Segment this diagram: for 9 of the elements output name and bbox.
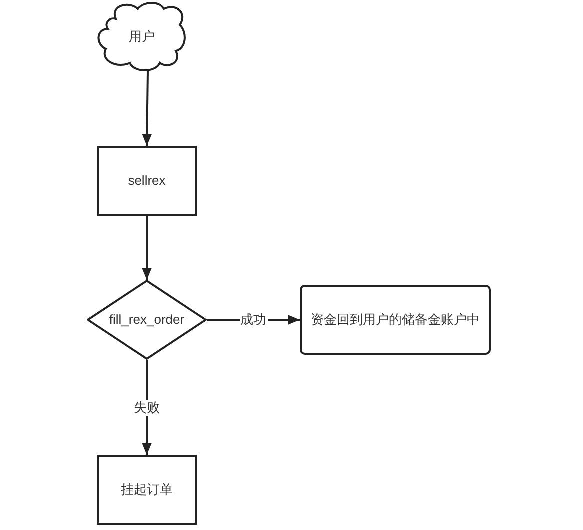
arrow [142,70,152,146]
rounded-box: 资金回到用户的储备金账户中 [300,285,491,355]
process-box: 挂起订单 [97,455,197,525]
process-box: sellrex [97,146,197,216]
edge-label: 成功 [240,312,268,328]
arrow [142,216,152,280]
edge-label: 失败 [133,400,161,416]
decision-diamond: fill_rex_order [87,280,207,360]
cloud: 用户 [96,1,188,72]
